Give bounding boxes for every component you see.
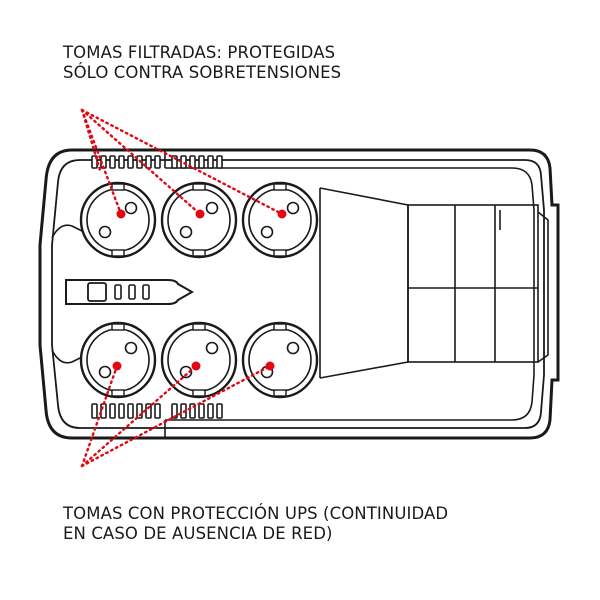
control-panel	[65, 279, 195, 305]
filtered-callout-dots	[116, 209, 287, 219]
schuko-socket-icon[interactable]	[79, 321, 157, 399]
vent-slots-top	[91, 155, 223, 169]
ups-callout-lines	[80, 364, 272, 468]
filtered-outlets-label-line-1: TOMAS FILTRADAS: PROTEGIDAS	[63, 43, 336, 62]
power-switch-icon[interactable]	[87, 282, 107, 302]
vent-slots-bottom	[91, 403, 223, 419]
schuko-socket-icon[interactable]	[241, 181, 319, 259]
filtered-callout-lines	[80, 108, 284, 216]
ups-outlets-label: TOMAS CON PROTECCIÓN UPS (CONTINUIDAD EN…	[63, 504, 448, 544]
filtered-outlets-label-line-2: SÓLO CONTRA SOBRETENSIONES	[63, 63, 342, 82]
led-indicator-icon	[114, 284, 122, 300]
led-indicator-icon	[128, 284, 136, 300]
ups-callout-dots	[112, 361, 275, 371]
ups-outlets-label-line-2: EN CASO DE AUSENCIA DE RED)	[63, 524, 333, 543]
battery-compartment	[319, 187, 549, 379]
led-indicator-icon	[142, 284, 150, 300]
filtered-outlets-label: TOMAS FILTRADAS: PROTEGIDAS SÓLO CONTRA …	[63, 43, 341, 83]
ups-outlets	[79, 321, 319, 399]
ups-outlets-label-line-1: TOMAS CON PROTECCIÓN UPS (CONTINUIDAD	[63, 504, 449, 523]
schuko-socket-icon[interactable]	[79, 181, 157, 259]
schuko-socket-icon[interactable]	[160, 181, 238, 259]
schuko-socket-icon[interactable]	[241, 321, 319, 399]
filtered-outlets	[79, 181, 319, 259]
